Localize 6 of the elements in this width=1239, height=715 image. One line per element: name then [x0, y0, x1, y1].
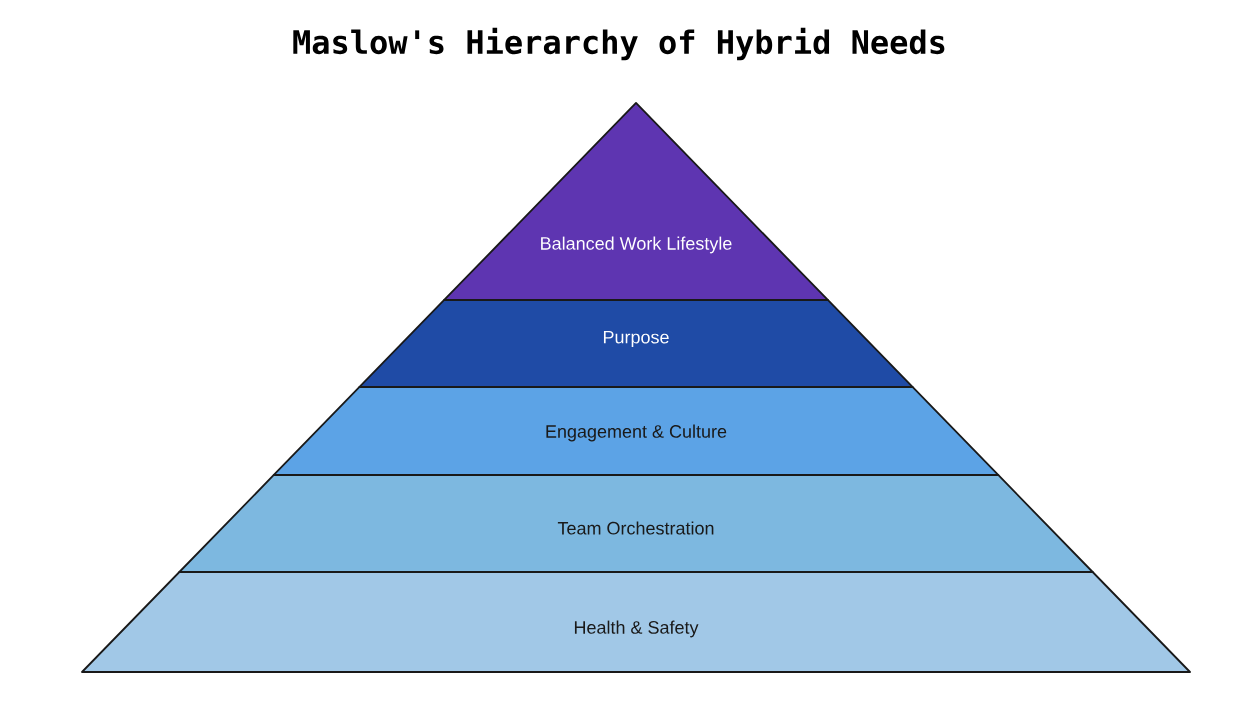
pyramid-tier: Team Orchestration — [178, 474, 1094, 573]
pyramid-tier: Health & Safety — [81, 571, 1191, 673]
pyramid-top-tier: Balanced Work Lifestyle — [443, 102, 829, 301]
pyramid-tier: Engagement & Culture — [272, 386, 1000, 476]
pyramid-tier: Purpose — [358, 299, 914, 388]
title: Maslow's Hierarchy of Hybrid Needs — [293, 27, 945, 61]
